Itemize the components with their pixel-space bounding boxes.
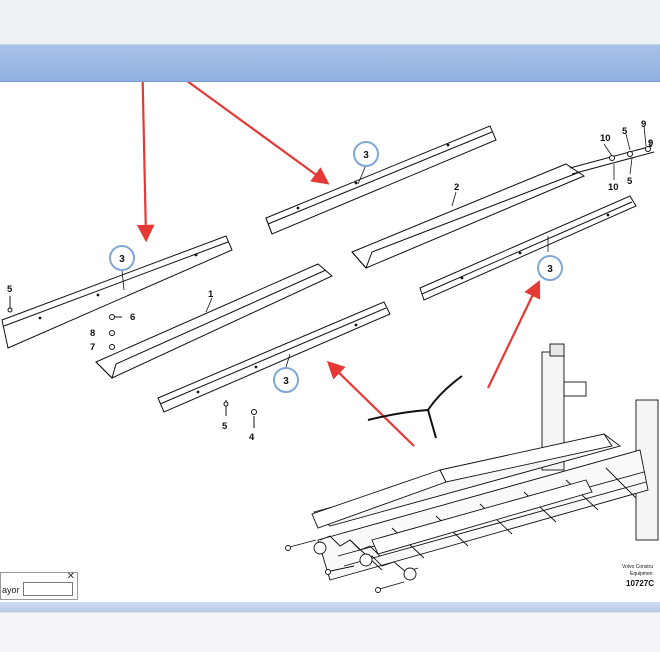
conveyor-assembly	[285, 343, 659, 593]
callout-8: 8	[90, 328, 95, 339]
footer-bar	[0, 602, 660, 612]
callout-5-left: 5	[7, 284, 13, 295]
search-panel: ✕ ayor	[0, 571, 78, 600]
caption-line-1: Volvo Constru	[622, 564, 653, 570]
close-icon[interactable]: ✕	[66, 571, 75, 582]
shaft-top-right	[569, 145, 655, 175]
panel-input[interactable]	[23, 582, 73, 596]
svg-text:3: 3	[363, 150, 369, 161]
rail-right	[419, 195, 637, 301]
callout-10-top: 10	[600, 133, 611, 144]
rail-top-center	[265, 125, 497, 235]
callout-2: 2	[454, 182, 459, 193]
hardware	[7, 296, 257, 428]
svg-text:3: 3	[283, 376, 289, 387]
callout-1: 1	[208, 289, 214, 300]
footer-area	[0, 612, 660, 652]
rail-top-left	[1, 235, 233, 349]
red-arrows	[136, 82, 541, 447]
svg-text:3: 3	[119, 254, 125, 265]
header-bar	[0, 44, 660, 82]
callout-5-top: 5	[622, 126, 628, 137]
callout-10-bottom: 10	[608, 182, 619, 193]
callout-9-right: 9	[648, 138, 653, 149]
circled-label-right: 3	[537, 255, 563, 281]
callout-5-bottom-left: 5	[222, 421, 228, 432]
callout-4: 4	[249, 432, 255, 443]
panel-label: ayor	[2, 585, 20, 595]
rail-bottom	[157, 301, 391, 413]
circled-label-top-center: 3	[353, 141, 379, 167]
leader-lines	[121, 125, 651, 368]
parts-diagram: 10 5 9 9 10 5 2 1 5 6 8 7 5 4 3 3 3 3	[1, 82, 659, 593]
callout-9-top: 9	[641, 119, 646, 130]
circled-label-left: 3	[109, 245, 135, 271]
caption-line-2: Equipmen	[630, 571, 653, 577]
callout-6: 6	[130, 312, 135, 323]
caption-code: 10727C	[626, 579, 654, 588]
y-sketch	[367, 375, 463, 439]
circled-label-bottom: 3	[273, 367, 299, 393]
svg-text:3: 3	[547, 264, 553, 275]
beam-1	[95, 263, 333, 379]
callout-7: 7	[90, 342, 95, 353]
beam-2	[351, 163, 586, 269]
top-band	[0, 0, 660, 44]
callout-5-bottom: 5	[627, 176, 633, 187]
